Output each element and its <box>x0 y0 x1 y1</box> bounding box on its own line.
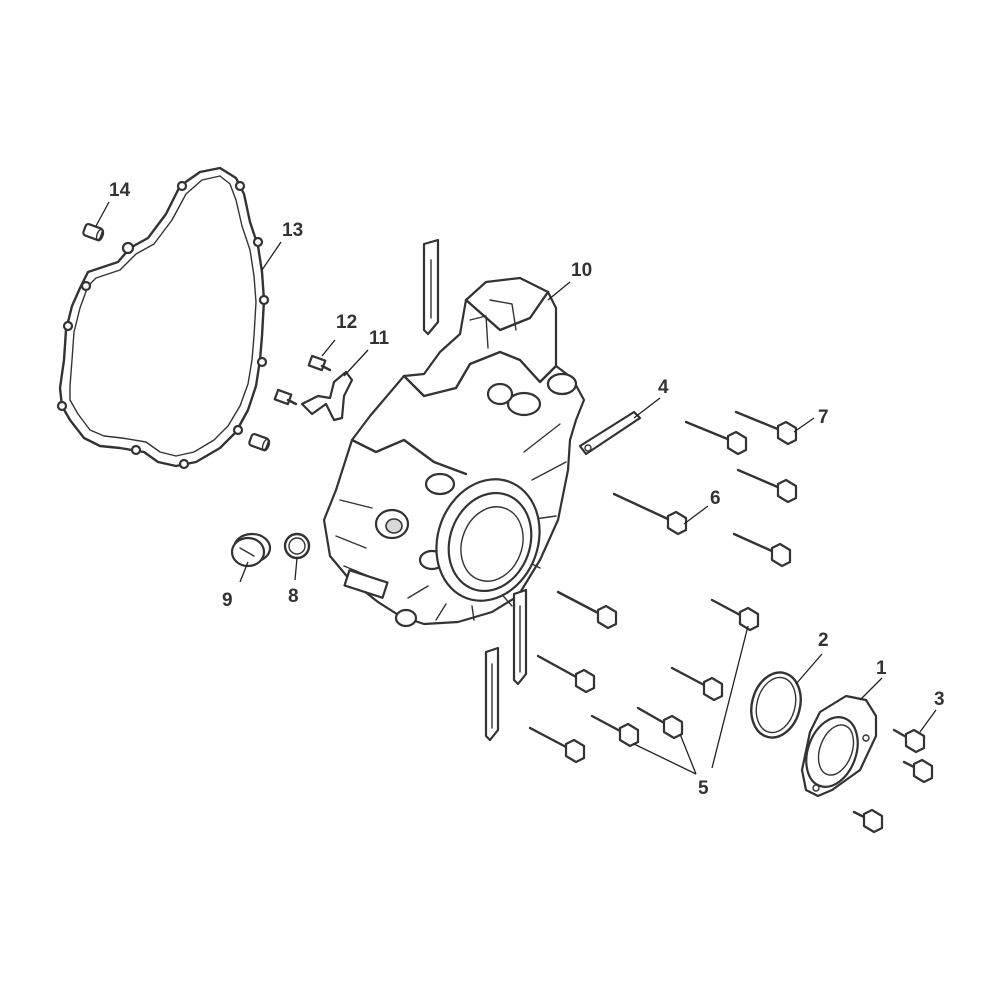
bolt-3-b <box>902 758 934 784</box>
bolt-5-b <box>710 598 760 632</box>
crankcase-cover <box>322 276 586 628</box>
bolt-3-c <box>852 808 884 834</box>
callout-7: 7 <box>818 407 829 428</box>
wire-bracket <box>300 370 354 422</box>
callout-12: 12 <box>336 312 357 333</box>
bolt-5-f <box>590 714 640 748</box>
callout-4: 4 <box>658 377 669 398</box>
o-ring-small <box>283 532 311 560</box>
locating-tab-lower-left <box>484 646 500 742</box>
bolt-5-a <box>556 590 618 630</box>
bolt-7-a <box>734 410 798 446</box>
bolt-6-b <box>732 532 792 568</box>
bolt-3-a <box>892 728 926 754</box>
callout-1: 1 <box>876 658 887 679</box>
callout-9: 9 <box>222 590 233 611</box>
dowel-pin-lower <box>248 433 271 452</box>
callout-2: 2 <box>818 630 829 651</box>
gasket-outline <box>56 166 270 470</box>
filler-plug <box>230 532 272 568</box>
callout-14: 14 <box>109 180 131 201</box>
callout-5: 5 <box>698 778 709 799</box>
bolt-7-b <box>684 420 748 456</box>
inspection-cover <box>800 694 878 798</box>
screw-small-upper <box>307 354 332 372</box>
dowel-pin-upper <box>82 223 105 242</box>
callout-11: 11 <box>369 328 390 349</box>
locating-tab-top <box>422 238 440 336</box>
bolt-5-e <box>636 706 684 740</box>
callout-6: 6 <box>710 488 721 509</box>
callout-8: 8 <box>288 586 299 607</box>
clamp-plate <box>578 410 642 456</box>
bolt-6-a <box>612 492 688 536</box>
callout-10: 10 <box>571 260 592 281</box>
callout-3: 3 <box>934 689 945 710</box>
o-ring-large <box>750 671 802 739</box>
callout-13: 13 <box>282 220 303 241</box>
locating-tab-lower-right <box>512 588 528 686</box>
bolt-7-c <box>736 468 798 504</box>
bolt-5-g <box>528 726 586 764</box>
screw-small-lower <box>273 388 298 406</box>
bolt-5-c <box>536 654 596 694</box>
leader-lines <box>95 201 937 775</box>
bolt-5-d <box>670 666 724 702</box>
